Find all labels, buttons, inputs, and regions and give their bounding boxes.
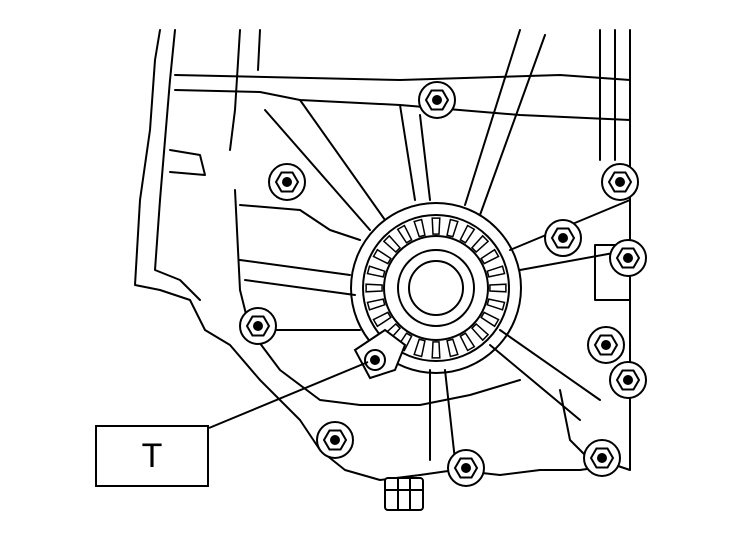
housing-inner-edge <box>154 29 201 301</box>
rib-lower-right-2 <box>489 344 581 421</box>
rib-upper-left-2 <box>299 99 386 221</box>
tone-ring-outer <box>362 214 510 362</box>
bolt-group <box>239 81 647 487</box>
tone-ring-tooth <box>366 265 386 278</box>
rib-upper-2 <box>419 114 431 201</box>
hex-bolt <box>601 163 639 201</box>
rib-upper <box>399 104 416 201</box>
hub-bore <box>397 249 475 327</box>
callout-label: T <box>141 437 163 475</box>
hub-outer-ring <box>350 202 522 374</box>
callout-leader-line <box>208 361 369 429</box>
tone-ring-tooth <box>431 341 441 359</box>
tone-ring-tooth <box>446 338 459 358</box>
hex-bolt <box>587 326 625 364</box>
tone-ring-tooth <box>459 332 476 352</box>
tone-ring-tooth <box>365 283 383 293</box>
left-rib-3 <box>257 29 261 71</box>
tone-ring-teeth <box>365 217 507 359</box>
hex-bolt <box>609 239 647 277</box>
rib-left <box>239 259 351 276</box>
tone-ring-tooth <box>486 298 506 311</box>
tone-ring-tooth <box>470 322 490 342</box>
right-wall <box>599 29 616 161</box>
drain-plug <box>384 477 424 511</box>
rib-upper-right <box>479 34 546 216</box>
hub-assembly <box>350 202 522 374</box>
tone-ring-tooth <box>396 224 413 244</box>
rib-lower-2 <box>444 369 456 461</box>
hex-bolt <box>268 163 306 201</box>
inner-frame-2 <box>239 204 361 241</box>
hex-bolt <box>239 307 277 345</box>
tone-ring-tooth <box>480 248 500 265</box>
hex-bolt <box>316 421 354 459</box>
hex-bolt <box>544 219 582 257</box>
hex-bolt <box>609 361 647 399</box>
sensor-tab <box>353 328 407 380</box>
tone-ring-tooth <box>413 338 426 358</box>
callout-box: T <box>95 425 209 487</box>
left-rib-1 <box>169 149 206 176</box>
tone-ring-tooth <box>446 218 459 238</box>
left-rib-2 <box>229 29 241 151</box>
tone-ring-tooth <box>489 283 507 293</box>
rib-upper-left <box>264 109 371 231</box>
rib-left-2 <box>244 279 356 296</box>
inner-frame <box>234 189 521 406</box>
hex-bolt <box>418 81 456 119</box>
tone-ring-tooth <box>459 224 476 244</box>
rib-lower-right <box>499 329 601 401</box>
tone-ring-tooth <box>366 298 386 311</box>
top-rib-2 <box>174 89 631 121</box>
top-rib-1 <box>174 74 631 81</box>
tone-ring-inner <box>383 235 489 341</box>
hex-bolt <box>583 439 621 477</box>
housing-outline <box>134 29 631 481</box>
tone-ring-tooth <box>486 265 506 278</box>
tone-ring-tooth <box>413 218 426 238</box>
tone-ring-tooth <box>431 217 441 235</box>
hub-bore-inner <box>408 260 464 316</box>
tone-ring-tooth <box>470 234 490 254</box>
tone-ring-tooth <box>382 234 402 254</box>
rib-upper-right-2 <box>464 29 521 206</box>
hex-bolt <box>447 449 485 487</box>
tone-ring-tooth <box>480 311 500 328</box>
tone-ring-tooth <box>372 248 392 265</box>
tone-ring-tooth <box>372 311 392 328</box>
